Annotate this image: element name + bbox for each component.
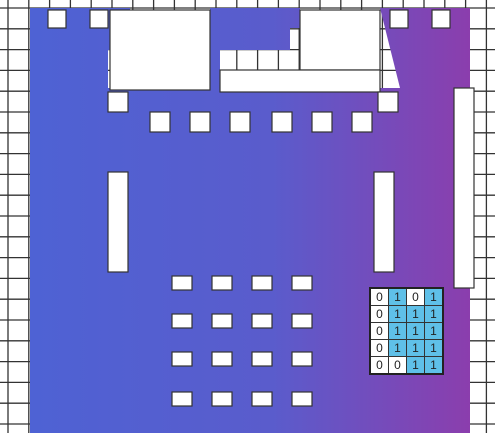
window-cell (292, 392, 312, 406)
window-cell (300, 10, 380, 70)
window-cell (190, 112, 210, 132)
bit-cell: 1 (389, 306, 407, 323)
bit-cell: 1 (425, 340, 444, 357)
window-cell (390, 10, 408, 28)
window-cell (374, 172, 394, 272)
window-cell (220, 70, 380, 92)
window-cell (312, 112, 332, 132)
bit-cell: 1 (425, 288, 444, 306)
window-cell (172, 352, 192, 366)
window-cell (110, 10, 210, 90)
window-cell (230, 112, 250, 132)
window-cell (378, 92, 398, 112)
window-cell (292, 352, 312, 366)
window-cell (212, 352, 232, 366)
bit-cell: 0 (389, 357, 407, 375)
bit-cell: 1 (407, 357, 425, 375)
window-cell (454, 88, 474, 288)
window-cell (252, 314, 272, 328)
window-cell (252, 352, 272, 366)
window-cell (108, 92, 128, 112)
window-cell (292, 314, 312, 328)
window-cell (272, 112, 292, 132)
window-cell (172, 314, 192, 328)
bit-cell: 0 (370, 340, 389, 357)
bit-cell: 1 (389, 323, 407, 340)
bit-cell: 0 (370, 323, 389, 340)
window-cell (252, 392, 272, 406)
bit-cell: 1 (425, 323, 444, 340)
window-cell (432, 10, 450, 28)
window-cell (150, 112, 170, 132)
bit-cell: 1 (389, 340, 407, 357)
bit-cell: 1 (425, 357, 444, 375)
bit-cell: 1 (407, 340, 425, 357)
window-cell (212, 314, 232, 328)
window-cell (172, 392, 192, 406)
window-cell (108, 172, 128, 272)
bit-cell: 0 (407, 288, 425, 306)
bit-cell: 1 (389, 288, 407, 306)
bit-cell: 1 (425, 306, 444, 323)
window-cell (48, 10, 66, 28)
window-cell (172, 276, 192, 290)
window-cell (212, 392, 232, 406)
bit-cell: 0 (370, 306, 389, 323)
bit-cell: 1 (407, 323, 425, 340)
window-cell (90, 10, 108, 28)
bit-cell: 0 (370, 288, 389, 306)
window-cell (212, 276, 232, 290)
window-cell (352, 112, 372, 132)
window-cell (252, 276, 272, 290)
bit-cell: 1 (407, 306, 425, 323)
bit-cell: 0 (370, 357, 389, 375)
window-cell (292, 276, 312, 290)
